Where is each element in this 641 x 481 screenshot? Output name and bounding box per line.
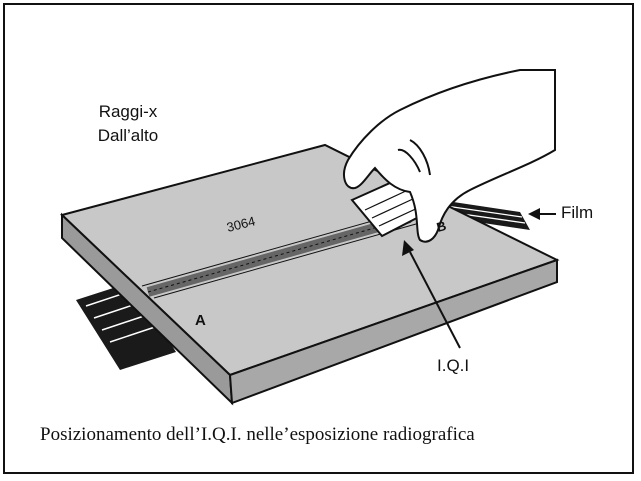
weld-mark-b: B xyxy=(435,218,448,235)
xray-label-line1: Raggi-x xyxy=(98,102,158,121)
xray-direction-label: Raggi-x Dall’alto xyxy=(78,100,178,148)
hand xyxy=(343,69,556,243)
weld-seam xyxy=(141,211,417,299)
figure-caption: Posizionamento dell’I.Q.I. nelle’esposiz… xyxy=(40,424,475,445)
steel-plate-side xyxy=(228,258,558,405)
film-arrow xyxy=(528,208,556,220)
iqi-arrow xyxy=(402,240,461,349)
weld-mark-a: A xyxy=(195,312,206,329)
iqi-label: I.Q.I xyxy=(437,356,470,375)
film-label: Film xyxy=(561,203,594,222)
plate-marking: 3064 xyxy=(225,213,257,235)
xray-label-line2: Dall’alto xyxy=(97,126,159,145)
